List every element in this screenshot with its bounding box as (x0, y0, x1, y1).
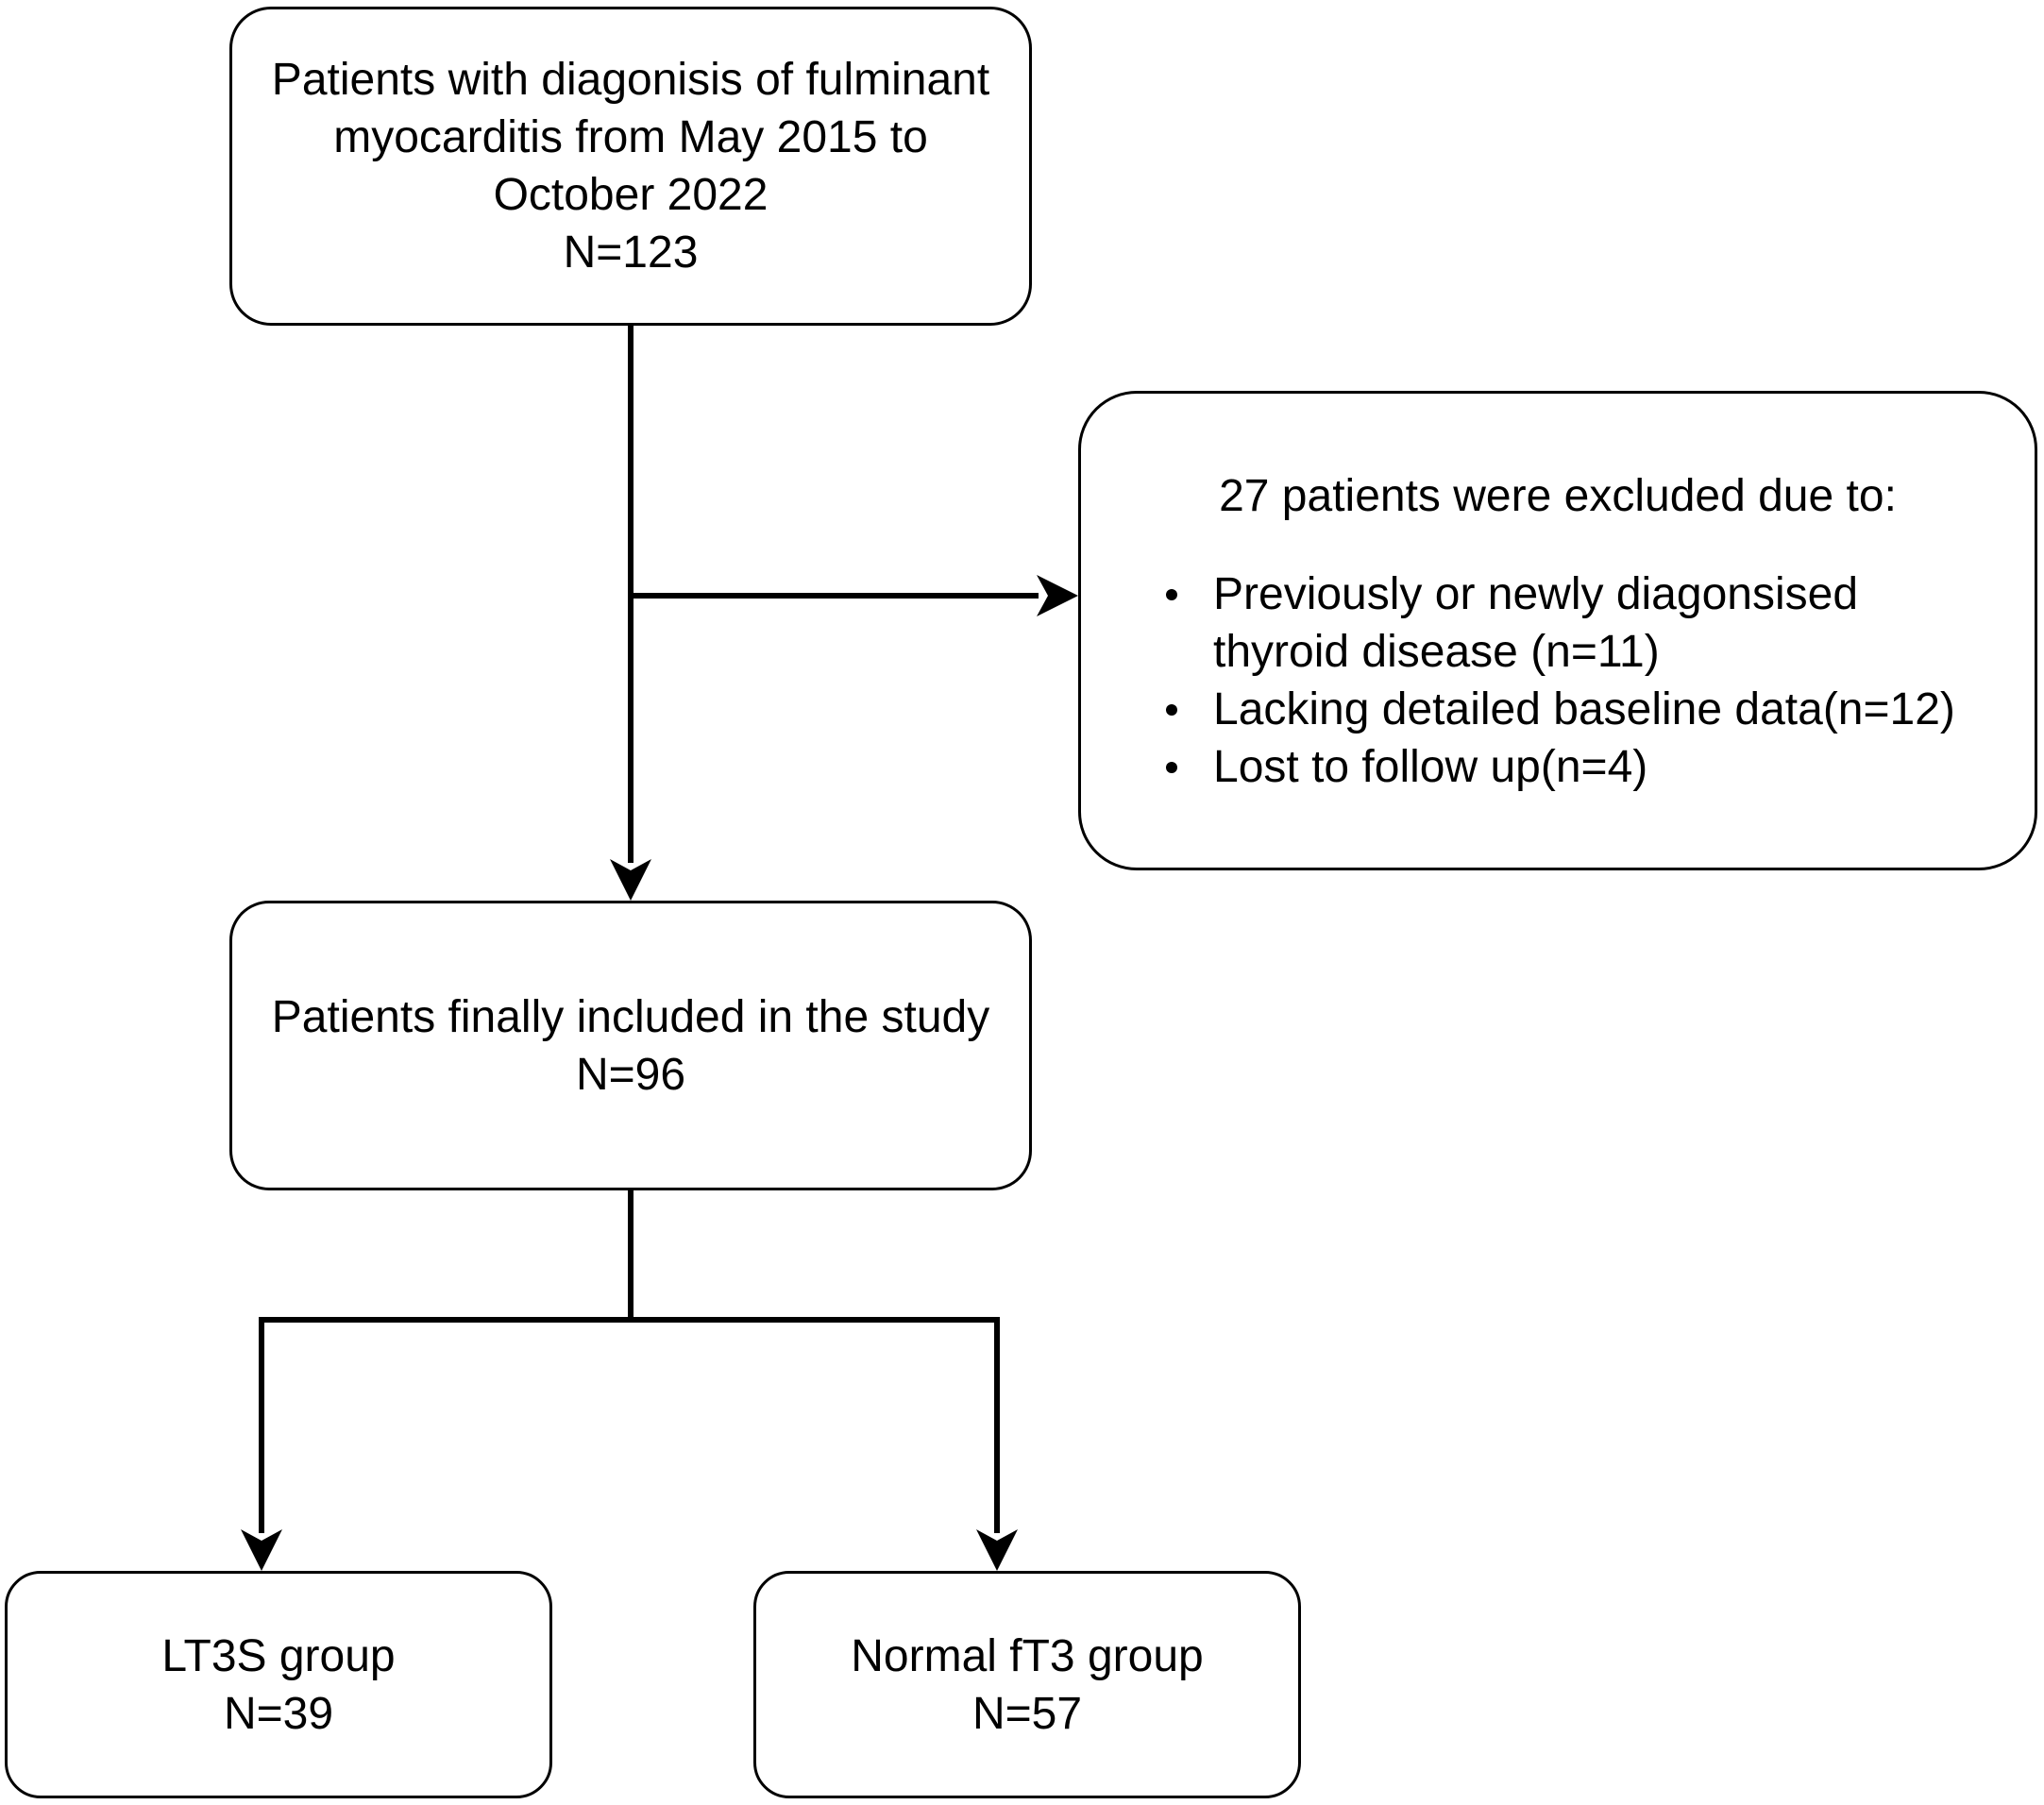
exclusion-reason-line: Lost to follow up(n=4) (1213, 742, 1648, 792)
bullet-icon (1166, 589, 1177, 600)
lt3s-group-box: LT3S group N=39 (5, 1571, 552, 1798)
exclusion-reason-line: thyroid disease (n=11) (1213, 627, 1660, 677)
lt3s-group-label: LT3S group (161, 1630, 396, 1681)
screened-count: N=123 (563, 228, 699, 278)
arrowhead-to-excluded (1037, 575, 1078, 616)
lt3s-group-count: N=39 (223, 1688, 334, 1739)
exclusion-reason-line: Lacking detailed baseline data(n=12) (1213, 684, 1955, 734)
arrowhead-to-included (610, 859, 651, 901)
screened-patients-box: Patients with diagonisis of fulminant my… (229, 7, 1032, 326)
connector-split-right (631, 1317, 1000, 1533)
bullet-icon (1166, 704, 1177, 716)
exclusion-reason-line: Previously or newly diagonsised (1213, 569, 1859, 619)
exclusion-reasons-list: Previously or newly diagonsised thyroid … (1081, 565, 1955, 796)
included-patients-box: Patients finally included in the study N… (229, 901, 1032, 1190)
arrowhead-to-lt3s (241, 1529, 282, 1571)
normal-ft3-group-count: N=57 (971, 1688, 1083, 1739)
normal-ft3-group-label: Normal fT3 group (851, 1630, 1204, 1681)
connector-split (259, 1190, 633, 1533)
included-label: Patients finally included in the study (271, 991, 990, 1042)
normal-ft3-group-box: Normal fT3 group N=57 (753, 1571, 1301, 1798)
screened-line-2: myocarditis from May 2015 to (333, 112, 928, 162)
screened-line-1: Patients with diagonisis of fulminant (271, 55, 990, 105)
bullet-icon (1166, 762, 1177, 773)
screened-line-3: October 2022 (493, 170, 769, 220)
excluded-patients-box: 27 patients were excluded due to: Previo… (1078, 391, 2037, 870)
excluded-title: 27 patients were excluded due to: (1219, 471, 1897, 521)
exclusion-reason-thyroid: Previously or newly diagonsised thyroid … (1166, 565, 1955, 681)
exclusion-reason-baseline: Lacking detailed baseline data(n=12) (1166, 681, 1955, 738)
exclusion-reason-followup: Lost to follow up(n=4) (1166, 738, 1955, 796)
arrowhead-to-normal (976, 1529, 1018, 1571)
included-count: N=96 (575, 1049, 686, 1100)
